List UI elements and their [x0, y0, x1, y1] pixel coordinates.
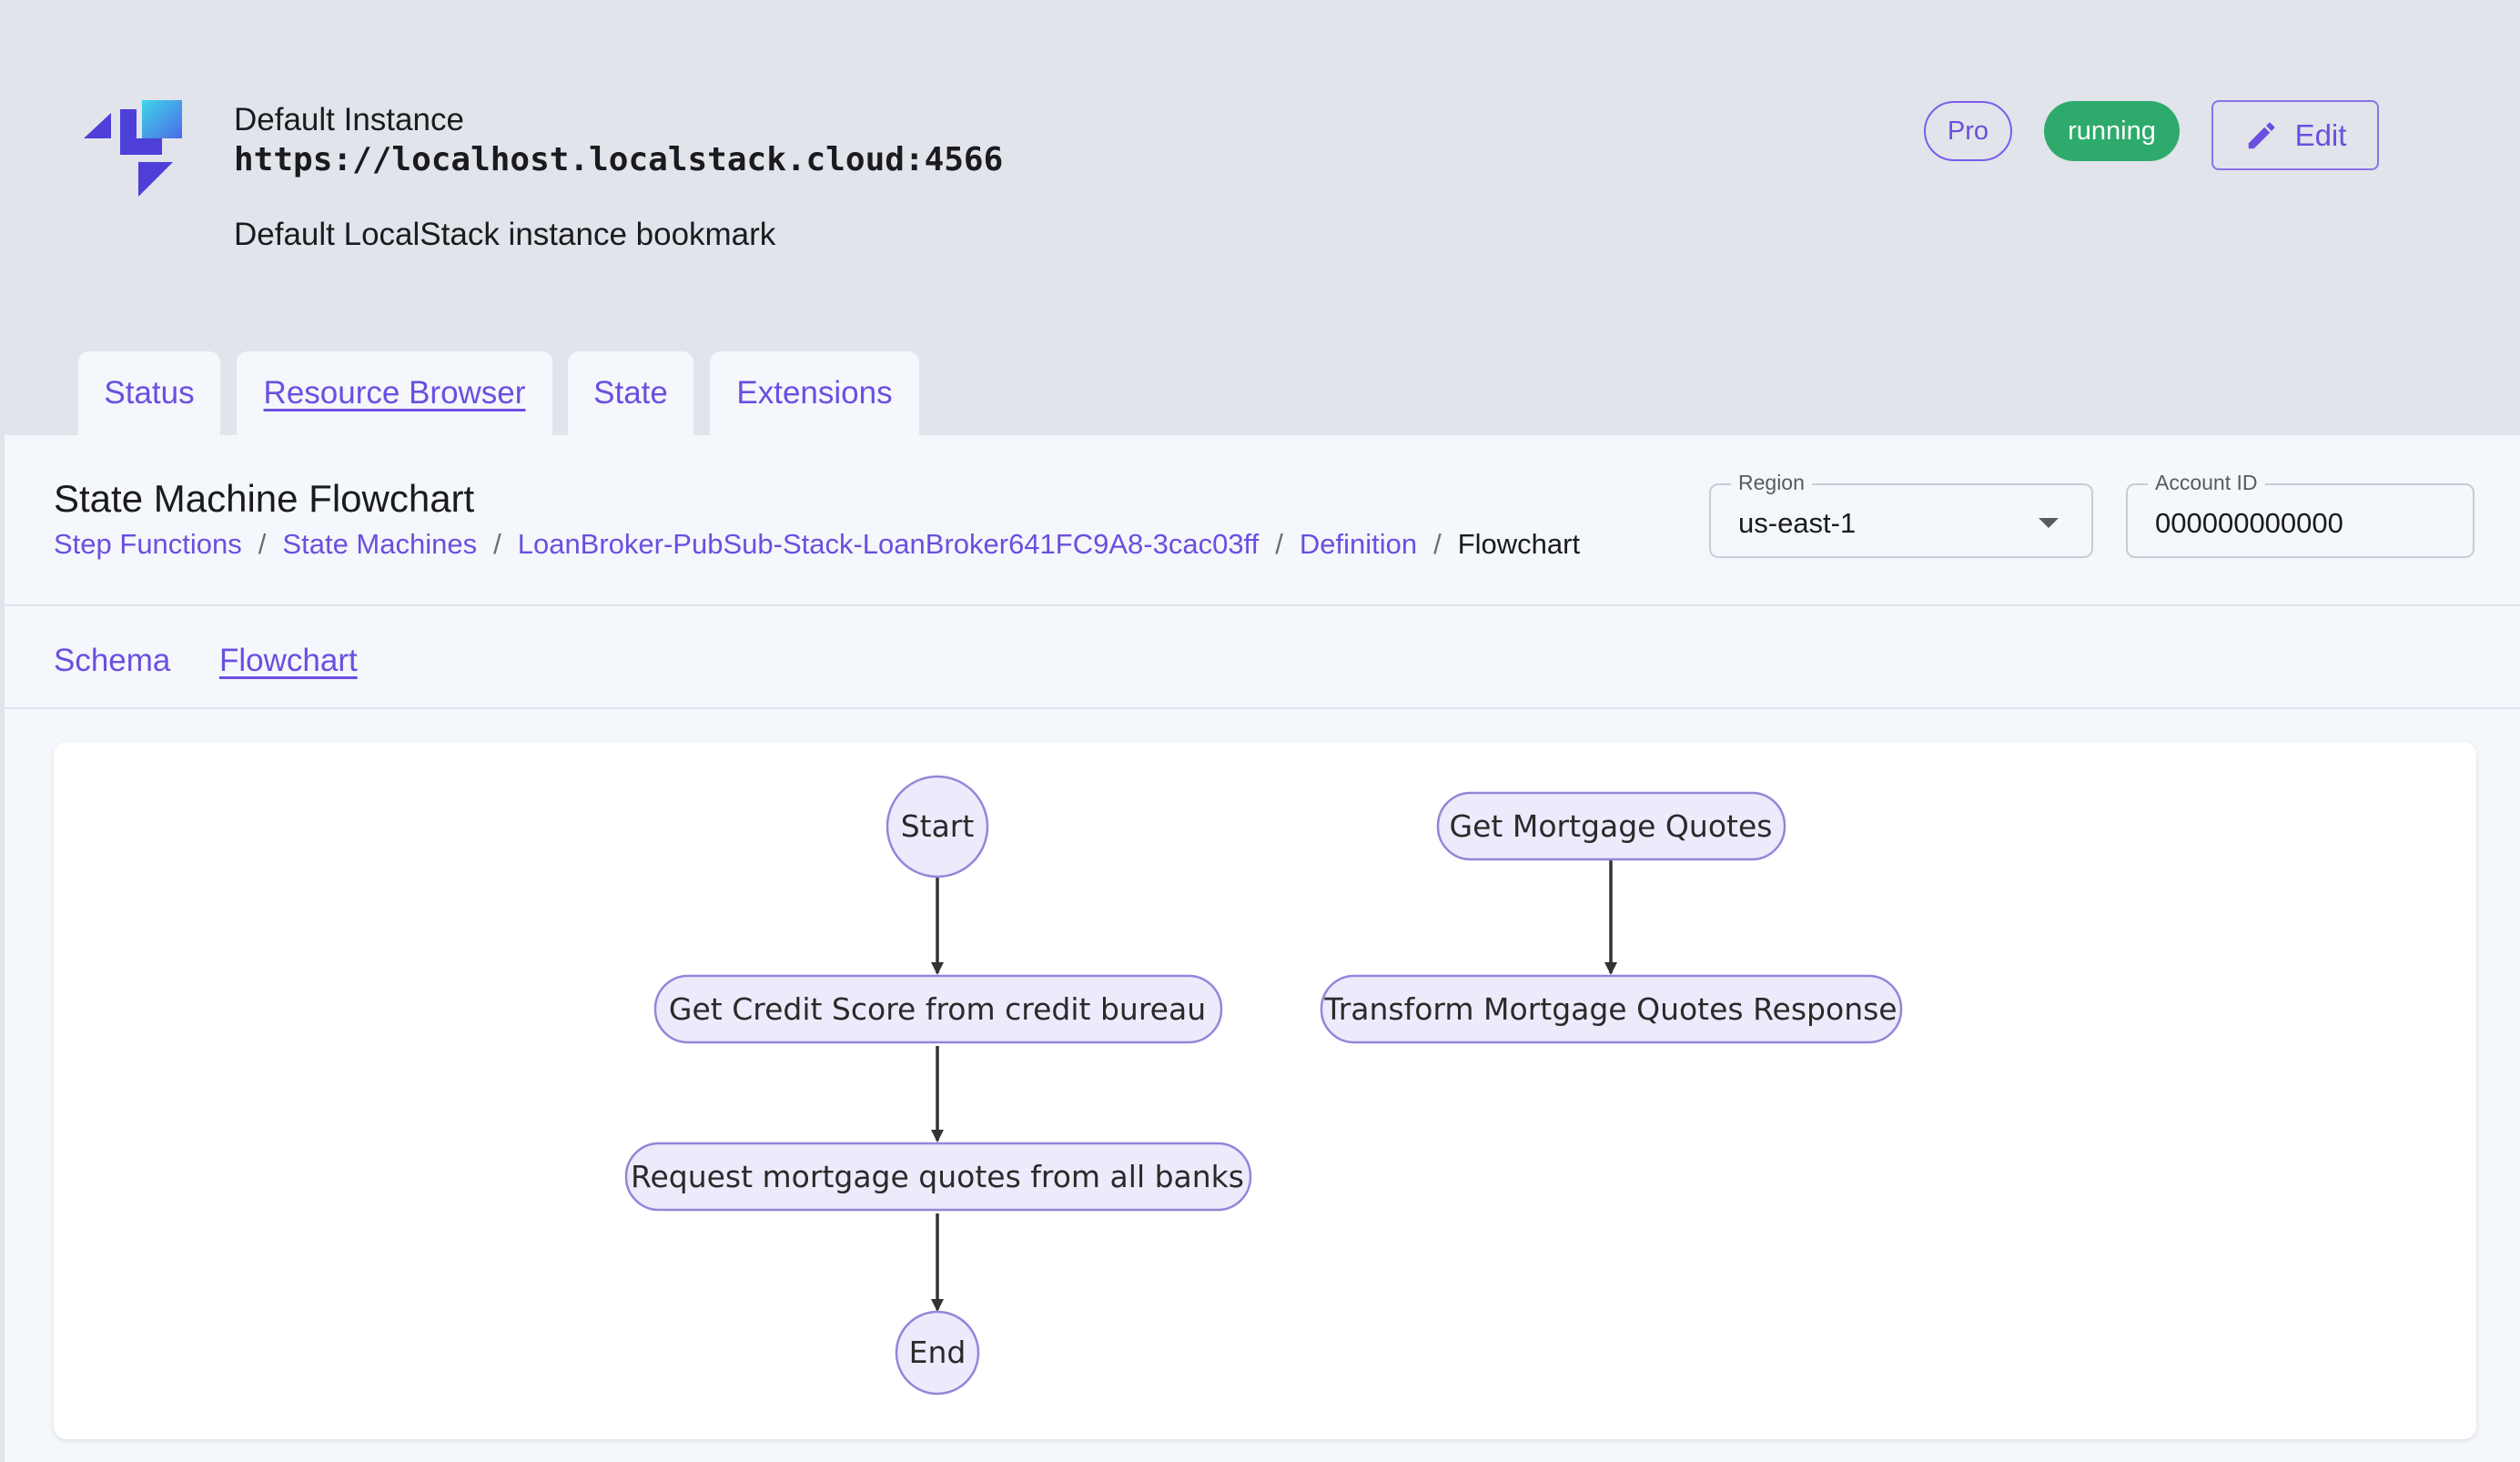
- region-value: us-east-1: [1738, 507, 1857, 539]
- account-id-value: 000000000000: [2155, 507, 2343, 539]
- node-request-quotes-label: Request mortgage quotes from all banks: [631, 1159, 1244, 1194]
- tab-extensions[interactable]: Extensions: [710, 351, 919, 435]
- page-title: State Machine Flowchart: [54, 477, 475, 520]
- node-transform-quotes: Transform Mortgage Quotes Response: [1320, 974, 1903, 1044]
- localstack-logo: [84, 100, 182, 197]
- node-start-label: Start: [901, 808, 975, 844]
- subtab-flowchart[interactable]: Flowchart: [219, 643, 358, 678]
- tab-label: Extensions: [736, 375, 893, 411]
- tab-label: State: [593, 375, 668, 411]
- account-id-field[interactable]: Account ID 000000000000: [2126, 471, 2474, 558]
- breadcrumb-separator: /: [493, 528, 501, 560]
- main-panel: State Machine Flowchart Step Functions /…: [5, 435, 2520, 1462]
- node-request-quotes: Request mortgage quotes from all banks: [624, 1142, 1252, 1212]
- instance-description: Default LocalStack instance bookmark: [234, 217, 776, 252]
- node-get-credit-score-label: Get Credit Score from credit bureau: [669, 991, 1206, 1027]
- node-end-label: End: [909, 1335, 967, 1370]
- breadcrumb-step-functions[interactable]: Step Functions: [54, 528, 242, 560]
- node-start: Start: [886, 775, 989, 878]
- chevron-down-icon: [2039, 518, 2059, 528]
- flowchart-diagram: Start Get Credit Score from credit burea…: [624, 775, 1903, 1396]
- node-transform-quotes-label: Transform Mortgage Quotes Response: [1323, 991, 1897, 1027]
- panel-header: State Machine Flowchart Step Functions /…: [5, 435, 2520, 606]
- instance-name: Default Instance: [234, 102, 464, 137]
- tab-label: Resource Browser: [263, 375, 526, 411]
- edit-label: Edit: [2294, 117, 2347, 152]
- region-label: Region: [1731, 471, 1812, 495]
- breadcrumb-separator: /: [1275, 528, 1283, 560]
- edit-button[interactable]: Edit: [2211, 100, 2379, 170]
- status-badge: running: [2044, 101, 2180, 161]
- account-id-label: Account ID: [2148, 471, 2265, 495]
- node-end: End: [895, 1310, 980, 1396]
- flowchart-card: Start Get Credit Score from credit burea…: [54, 742, 2476, 1439]
- node-get-credit-score: Get Credit Score from credit bureau: [653, 974, 1223, 1044]
- breadcrumb-separator: /: [1433, 528, 1442, 560]
- breadcrumb-state-machines[interactable]: State Machines: [282, 528, 478, 560]
- tab-status[interactable]: Status: [78, 351, 220, 435]
- pencil-icon: [2248, 122, 2274, 148]
- breadcrumb-state-machine[interactable]: LoanBroker-PubSub-Stack-LoanBroker641FC9…: [517, 528, 1260, 560]
- subtab-bar: Schema Flowchart: [5, 606, 2520, 709]
- breadcrumb-separator: /: [258, 528, 267, 560]
- breadcrumb-definition[interactable]: Definition: [1299, 528, 1418, 560]
- subtab-schema[interactable]: Schema: [54, 643, 171, 678]
- node-get-mortgage-quotes-label: Get Mortgage Quotes: [1450, 808, 1773, 844]
- breadcrumb-current: Flowchart: [1457, 528, 1581, 560]
- region-select[interactable]: Region us-east-1: [1709, 471, 2093, 558]
- tab-label: Status: [104, 375, 195, 411]
- breadcrumb: Step Functions / State Machines / LoanBr…: [54, 528, 1580, 561]
- node-get-mortgage-quotes: Get Mortgage Quotes: [1436, 791, 1786, 861]
- tab-resource-browser[interactable]: Resource Browser: [237, 351, 552, 435]
- instance-url: https://localhost.localstack.cloud:4566: [234, 141, 1004, 178]
- tab-state[interactable]: State: [568, 351, 693, 435]
- plan-badge: Pro: [1924, 101, 2012, 161]
